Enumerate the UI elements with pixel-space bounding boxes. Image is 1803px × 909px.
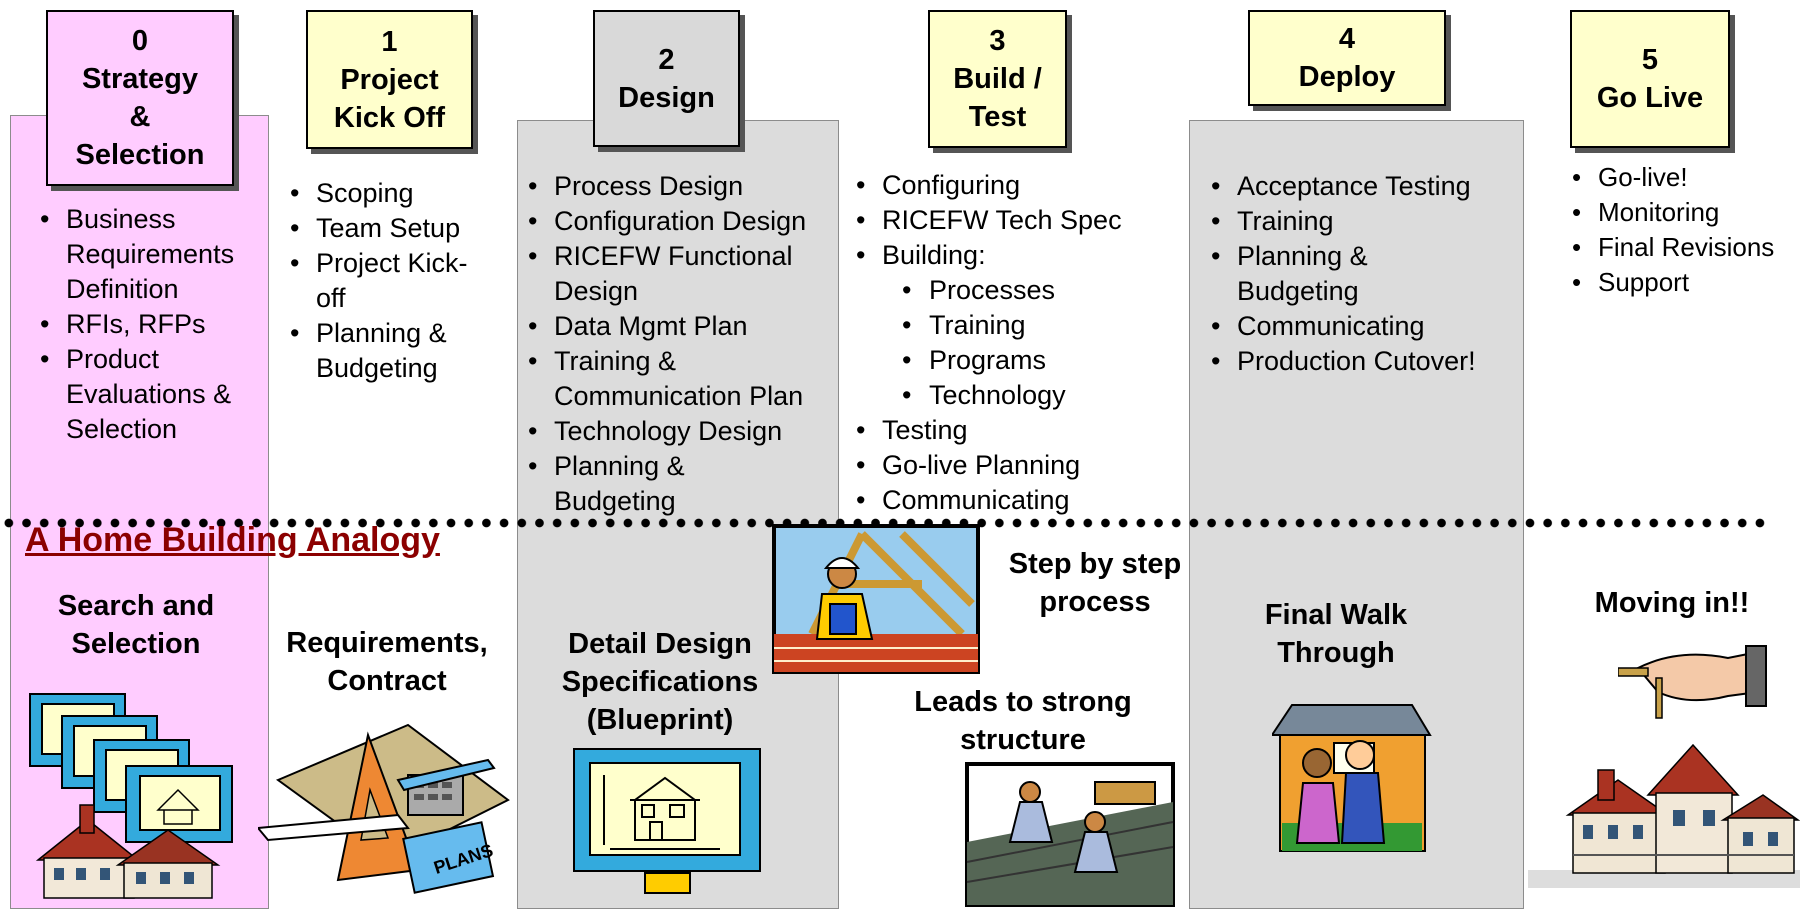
phase-number: 0 (131, 25, 149, 57)
phase-number: 3 (989, 25, 1006, 57)
phase-5-box: 5 Go Live (1570, 10, 1730, 148)
phase-number: 5 (1641, 44, 1659, 76)
list-item: Configuration Design (526, 204, 806, 239)
list-item: Testing (854, 413, 1122, 448)
list-item: Support (1570, 265, 1774, 300)
list-item: Communicating (1209, 309, 1476, 344)
phase-number: 2 (658, 43, 675, 76)
roofers-icon (965, 762, 1175, 907)
list-item: RICEFW Tech Spec (854, 203, 1122, 238)
list-item: RFIs, RFPs (38, 307, 234, 342)
plans-triangle-icon: PLANS (258, 723, 510, 894)
phase-0-box: 0 Strategy & Selection (46, 10, 234, 186)
monitors-house-icon (29, 693, 233, 899)
list-item: Go-live! (1570, 160, 1774, 195)
victorian-house-icon (1528, 743, 1800, 888)
list-item: Technology (854, 378, 1122, 413)
list-item: Configuring (854, 168, 1122, 203)
phase-title-line: Deploy (1298, 61, 1396, 93)
kickoff-list: Scoping Team Setup Project Kick-off Plan… (288, 176, 468, 386)
list-item: Technology Design (526, 414, 806, 449)
builder-icon (772, 524, 980, 674)
list-item: Data Mgmt Plan (526, 309, 806, 344)
list-item: Planning &Budgeting (526, 449, 806, 519)
phase-title-line: Go Live (1596, 82, 1704, 114)
list-item: Monitoring (1570, 195, 1774, 230)
couple-house-icon (1272, 704, 1432, 852)
dotted-divider (0, 515, 1770, 531)
hand-keys-icon (1618, 645, 1767, 719)
list-item: Planning &Budgeting (1209, 239, 1476, 309)
phase-title-line: Design (618, 81, 715, 114)
deploy-list: Acceptance Testing Training Planning &Bu… (1209, 169, 1476, 379)
list-item: Scoping (288, 176, 468, 211)
list-item: Programs (854, 343, 1122, 378)
list-item: Project Kick-off (288, 246, 468, 316)
caption-moving: Moving in!! (1594, 587, 1750, 619)
phase-title-line: & (129, 101, 151, 133)
phase-title-line: Project (340, 63, 439, 96)
list-item: Production Cutover! (1209, 344, 1476, 379)
design-list: Process Design Configuration Design RICE… (526, 169, 806, 519)
phase-title-line: Build / (953, 63, 1042, 95)
list-item: Go-live Planning (854, 448, 1122, 483)
build-list: Configuring RICEFW Tech Spec Building: P… (854, 168, 1122, 518)
list-item: Process Design (526, 169, 806, 204)
list-item: Training (854, 308, 1122, 343)
golive-list: Go-live! Monitoring Final Revisions Supp… (1570, 160, 1774, 300)
analogy-title: A Home Building Analogy (25, 521, 440, 559)
phase-3-box: 3 Build / Test (928, 10, 1067, 148)
list-item: Training (1209, 204, 1476, 239)
phase-4-box: 4 Deploy (1248, 10, 1446, 106)
list-item: Team Setup (288, 211, 468, 246)
list-item: Processes (854, 273, 1122, 308)
phase-title-line: Selection (75, 139, 205, 171)
list-item: Building: (854, 238, 1122, 273)
list-item: Final Revisions (1570, 230, 1774, 265)
phase-2-box: 2 Design (593, 10, 740, 147)
blueprint-monitor-icon (573, 748, 761, 894)
list-item: Acceptance Testing (1209, 169, 1476, 204)
list-item: Training &Communication Plan (526, 344, 806, 414)
caption-requirements: Requirements,Contract (286, 627, 488, 697)
phase-title-line: Test (968, 101, 1027, 133)
list-item: Planning &Budgeting (288, 316, 468, 386)
phase-title-line: Strategy (81, 63, 199, 95)
list-item: Communicating (854, 483, 1122, 518)
phase-title-line: Kick Off (333, 101, 446, 134)
phase-1-box: 1 Project Kick Off (306, 10, 473, 149)
phase-number: 1 (381, 25, 398, 58)
phase-number: 4 (1338, 23, 1356, 55)
